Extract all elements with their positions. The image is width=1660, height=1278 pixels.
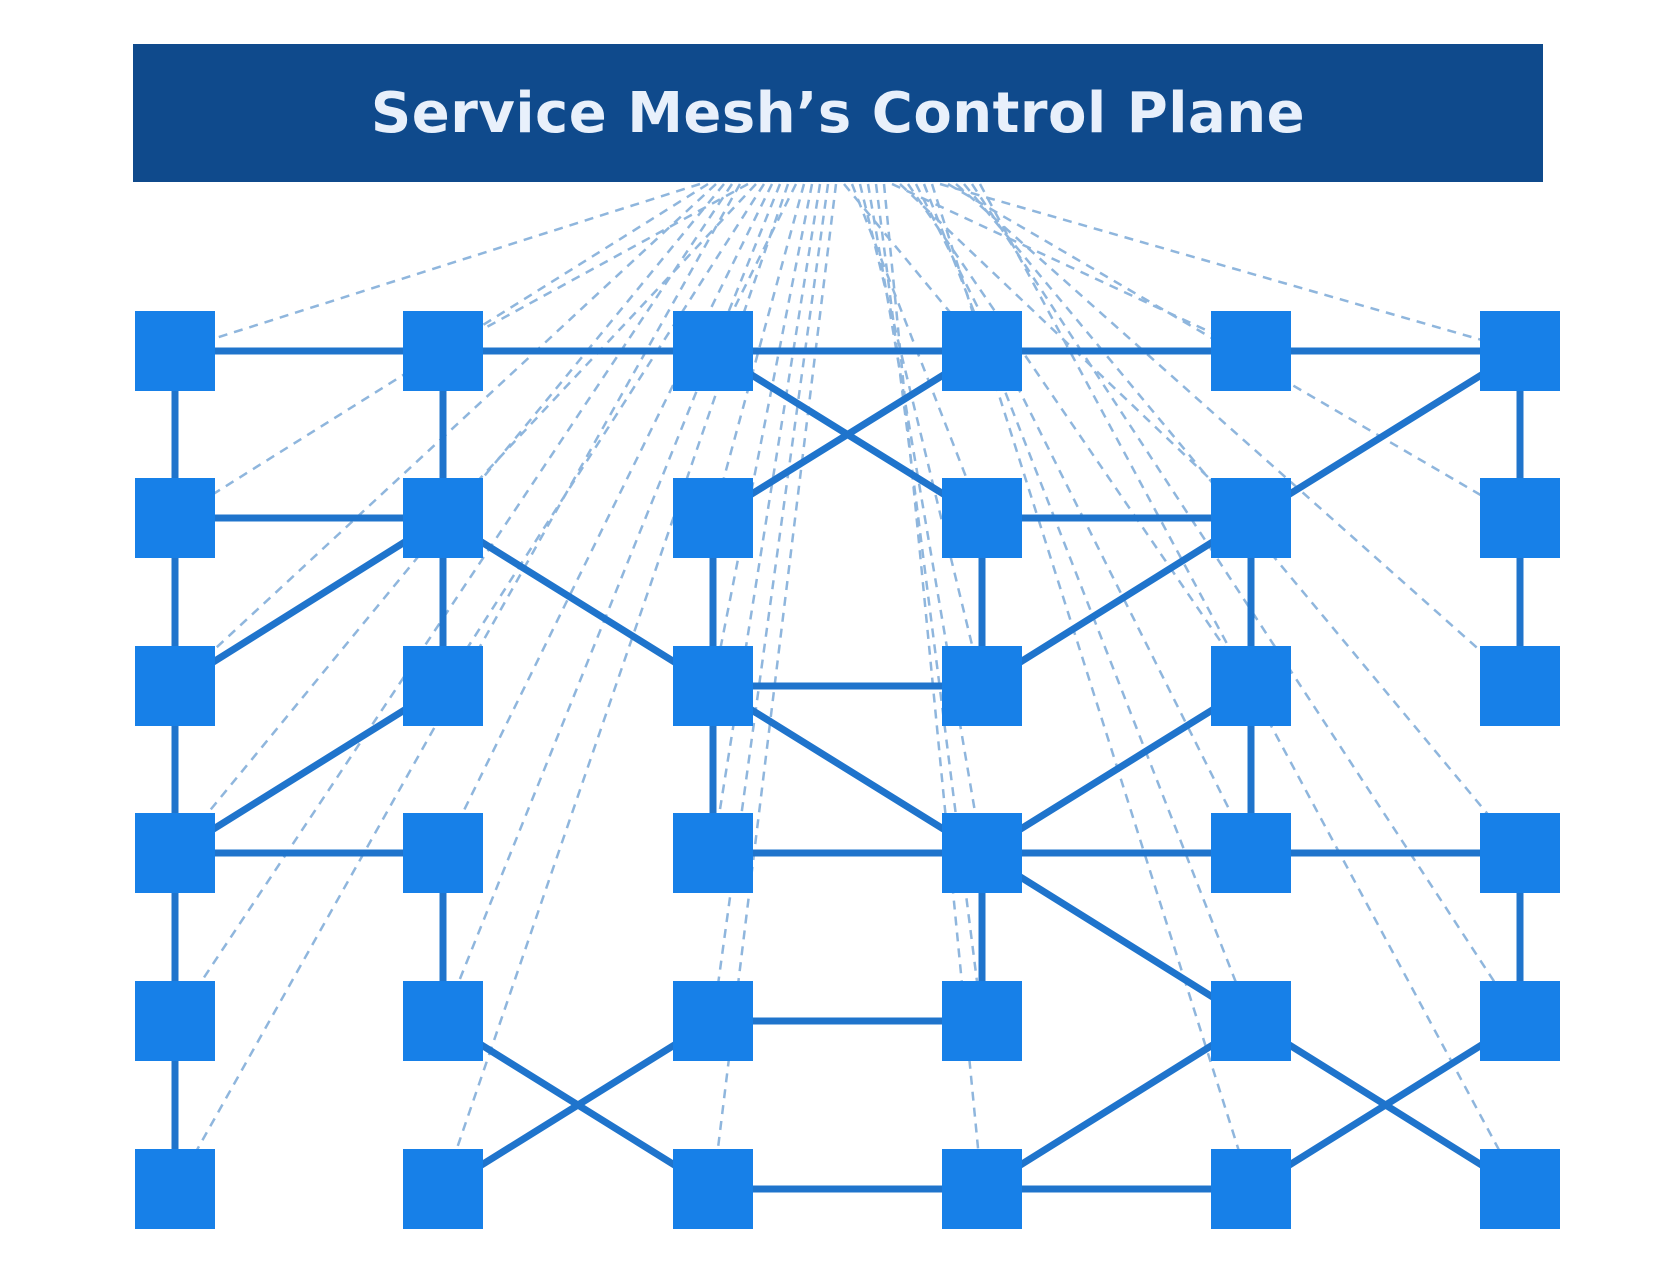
control-link-5-2 <box>955 183 1521 687</box>
service-node-2-3 <box>673 813 753 893</box>
service-node-1-2 <box>403 646 483 726</box>
control-link-1-3 <box>441 183 774 854</box>
control-link-5-1 <box>947 182 1521 520</box>
control-link-1-2 <box>441 183 766 687</box>
service-node-1-4 <box>403 981 483 1061</box>
service-node-5-4 <box>1480 981 1560 1061</box>
service-node-3-5 <box>942 1149 1022 1229</box>
control-link-5-0 <box>939 182 1521 353</box>
service-node-4-4 <box>1211 981 1291 1061</box>
service-node-5-1 <box>1480 478 1560 558</box>
service-node-2-2 <box>673 646 753 726</box>
service-node-0-5 <box>135 1149 215 1229</box>
mesh-link-29 <box>1247 347 1524 522</box>
service-node-4-0 <box>1211 311 1291 391</box>
service-node-1-1 <box>403 478 483 558</box>
service-node-1-0 <box>403 311 483 391</box>
control-plane-title: Service Mesh’s Control Plane <box>370 80 1306 146</box>
control-link-0-4 <box>173 183 734 1022</box>
mesh-nodes <box>135 311 1560 1229</box>
control-link-2-1 <box>711 183 806 519</box>
control-link-5-4 <box>970 183 1522 1022</box>
control-plane-links <box>173 182 1522 1190</box>
control-link-1-4 <box>441 183 782 1022</box>
control-link-4-0 <box>891 182 1252 353</box>
service-node-2-4 <box>673 981 753 1061</box>
service-node-3-2 <box>942 646 1022 726</box>
service-node-2-0 <box>673 311 753 391</box>
control-link-2-2 <box>711 183 814 687</box>
mesh-link-19 <box>709 347 986 522</box>
service-node-4-3 <box>1211 813 1291 893</box>
service-node-3-4 <box>942 981 1022 1061</box>
control-plane-banner: Service Mesh’s Control Plane <box>133 44 1543 182</box>
control-link-4-2 <box>906 183 1253 687</box>
mesh-links <box>171 347 1524 1193</box>
service-node-5-2 <box>1480 646 1560 726</box>
service-node-1-5 <box>403 1149 483 1229</box>
service-node-4-1 <box>1211 478 1291 558</box>
mesh-link-17 <box>439 514 717 690</box>
mesh-link-15 <box>171 682 447 857</box>
service-node-0-4 <box>135 981 215 1061</box>
mesh-link-28 <box>978 514 1255 690</box>
mesh-link-14 <box>171 514 447 690</box>
service-node-0-3 <box>135 813 215 893</box>
mesh-link-46 <box>1247 1017 1524 1193</box>
service-node-4-2 <box>1211 646 1291 726</box>
control-link-3-4 <box>874 183 984 1022</box>
service-node-3-3 <box>942 813 1022 893</box>
service-node-0-1 <box>135 478 215 558</box>
control-link-3-3 <box>866 183 984 854</box>
service-node-4-5 <box>1211 1149 1291 1229</box>
service-node-3-0 <box>942 311 1022 391</box>
control-link-5-5 <box>978 183 1522 1190</box>
mesh-link-43 <box>978 1017 1255 1193</box>
control-link-0-0 <box>174 182 701 353</box>
service-node-0-2 <box>135 646 215 726</box>
service-node-0-0 <box>135 311 215 391</box>
control-link-2-3 <box>711 183 822 854</box>
mesh-link-35 <box>978 849 1255 1025</box>
service-node-2-1 <box>673 478 753 558</box>
service-node-5-0 <box>1480 311 1560 391</box>
mesh-link-23 <box>709 682 986 857</box>
service-node-1-3 <box>403 813 483 893</box>
mesh-link-41 <box>439 1017 717 1193</box>
service-node-5-5 <box>1480 1149 1560 1229</box>
mesh-link-32 <box>978 682 1255 857</box>
service-node-5-3 <box>1480 813 1560 893</box>
control-link-1-0 <box>442 182 749 353</box>
service-node-2-5 <box>673 1149 753 1229</box>
control-link-3-2 <box>858 183 984 687</box>
control-link-0-1 <box>174 182 709 520</box>
service-node-3-1 <box>942 478 1022 558</box>
